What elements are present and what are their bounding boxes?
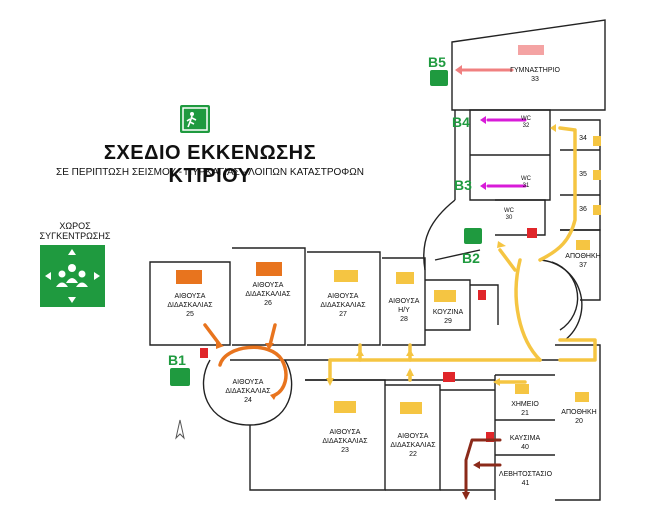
exit-b4-label: B4 [452,114,470,130]
route-orange-25 [203,323,222,347]
fire-hose-icon [527,228,537,238]
plan-subtitle: ΣΕ ΠΕΡΙΠΤΩΣΗ ΣΕΙΣΜΟΥ - ΠΥΡΚΑΓΙΑΣ - ΛΟΙΠΩ… [56,167,364,178]
plan-title: ΣΧΕΔΙΟ ΕΚΚΕΝΩΣΗΣ ΚΤΙΡΙΟΥ [103,142,317,187]
fire-extinguisher-icon [478,290,486,300]
fire-hose-icon [443,372,455,382]
route-yellow-b2 [498,248,517,272]
exit-b1-label: B1 [168,352,186,368]
route-orange-arc [218,345,288,397]
route-brown [464,438,502,494]
route-orange-26 [268,323,277,347]
fire-extinguisher-icon [486,432,494,442]
room-35-label: 35 [579,171,587,178]
route-yellow-right [514,258,542,362]
route-yellow-corridor [328,358,542,380]
exit-b3-label: B3 [454,177,472,193]
exit-b2-label: B2 [462,250,480,266]
exit-b5-label: B5 [428,54,446,70]
running-man-exit-icon [180,105,210,133]
running-man-exit-icon [430,70,448,86]
north-arrow-icon [175,419,185,440]
room-36-label: 36 [579,206,587,213]
room-markers [176,45,601,414]
running-man-exit-icon [464,228,482,244]
assembly-point-icon [40,245,105,307]
running-man-exit-icon [170,368,190,386]
fire-equipment [200,228,537,442]
route-yellow-stairs [538,126,577,262]
fire-extinguisher-icon [200,348,208,358]
room-34-label: 34 [579,135,587,142]
route-yellow-right-lower [558,338,597,362]
